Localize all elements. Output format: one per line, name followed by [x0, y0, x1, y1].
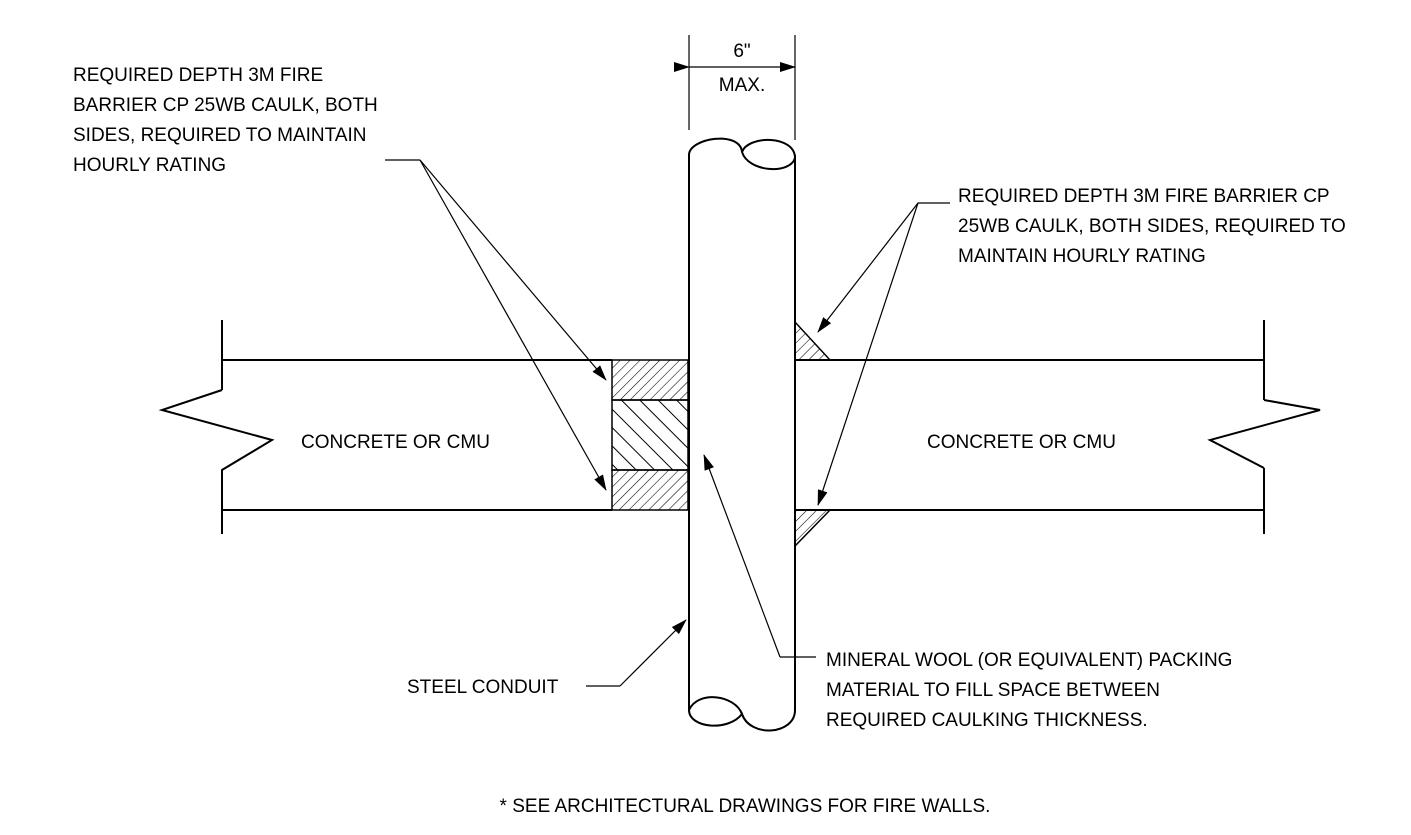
- callout-caulk-left-line-1: REQUIRED DEPTH 3M FIRE: [73, 65, 323, 86]
- dimension-value: 6": [733, 41, 750, 62]
- dimension-qualifier: MAX.: [719, 75, 765, 96]
- packing-label-line-3: REQUIRED CAULKING THICKNESS.: [826, 710, 1148, 731]
- callout-packing: MINERAL WOOL (OR EQUIVALENT) PACKING MAT…: [703, 454, 1232, 731]
- right-wall: [795, 320, 1321, 534]
- dimension-6in-max: 6" MAX.: [674, 35, 796, 140]
- caulk-bottom-left: [611, 469, 689, 511]
- caulk-fillet-bottom-right: [794, 509, 832, 548]
- caulk-top-left: [611, 359, 689, 401]
- footnote: * SEE ARCHITECTURAL DRAWINGS FOR FIRE WA…: [500, 796, 991, 817]
- callout-caulk-left-line-4: HOURLY RATING: [73, 155, 226, 176]
- left-annular-seal: [611, 359, 689, 511]
- packing-label-line-2: MATERIAL TO FILL SPACE BETWEEN: [826, 680, 1160, 701]
- right-caulk-fillets: [794, 320, 832, 548]
- callout-caulk-right-line-2: 25WB CAULK, BOTH SIDES, REQUIRED TO: [958, 216, 1346, 237]
- callout-caulk-right: REQUIRED DEPTH 3M FIRE BARRIER CP 25WB C…: [817, 186, 1346, 506]
- packing-label-line-1: MINERAL WOOL (OR EQUIVALENT) PACKING: [826, 650, 1232, 671]
- steel-conduit: [688, 137, 796, 732]
- callout-conduit: STEEL CONDUIT: [407, 619, 687, 698]
- mineral-wool-packing: [611, 399, 689, 471]
- callout-caulk-right-line-1: REQUIRED DEPTH 3M FIRE BARRIER CP: [958, 186, 1330, 207]
- caulk-fillet-top-right: [794, 320, 832, 361]
- wall-label-right: CONCRETE OR CMU: [927, 432, 1116, 453]
- callout-caulk-right-line-3: MAINTAIN HOURLY RATING: [958, 246, 1206, 267]
- callout-caulk-left: REQUIRED DEPTH 3M FIRE BARRIER CP 25WB C…: [73, 65, 607, 491]
- left-wall: [158, 320, 612, 534]
- wall-label-left: CONCRETE OR CMU: [301, 432, 490, 453]
- conduit-label: STEEL CONDUIT: [407, 677, 559, 698]
- callout-caulk-left-line-2: BARRIER CP 25WB CAULK, BOTH: [73, 95, 378, 116]
- callout-caulk-left-line-3: SIDES, REQUIRED TO MAINTAIN: [73, 125, 367, 146]
